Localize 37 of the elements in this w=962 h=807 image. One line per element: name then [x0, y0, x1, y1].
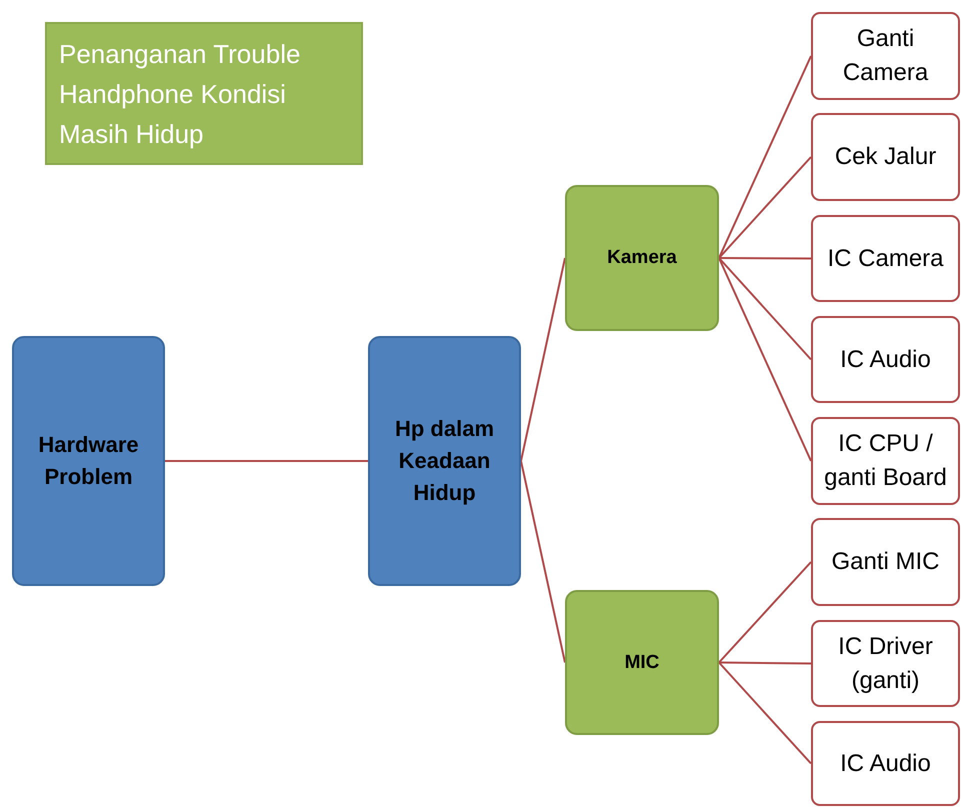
action-box [811, 113, 960, 201]
node-label: Hp dalam Keadaan Hidup [394, 415, 496, 507]
connector-line [165, 460, 368, 462]
connector-line [718, 257, 812, 360]
process-box [12, 336, 165, 586]
connector-line [718, 156, 812, 259]
action-box [811, 417, 960, 505]
action-box [811, 620, 960, 707]
connector-line [719, 257, 811, 260]
node-label: Ganti Camera [842, 24, 930, 88]
category-box [565, 590, 719, 735]
node-label: Cek Jalur [834, 142, 936, 172]
node-label: IC Camera [827, 244, 944, 274]
node-label: IC CPU / ganti Board [823, 429, 948, 493]
node-label: Kamera [607, 247, 677, 269]
connector-line [520, 258, 566, 462]
node-label: IC Audio [840, 748, 931, 778]
process-box [368, 336, 521, 586]
note-box [45, 22, 363, 165]
connector-line [718, 662, 812, 664]
connector-line [718, 56, 812, 258]
connector-line [718, 561, 812, 664]
node-label: Hardware Problem [37, 431, 140, 491]
category-box [565, 185, 719, 331]
connector-line [520, 460, 566, 663]
node-label: MIC [624, 652, 660, 674]
node-label: IC Audio [840, 344, 931, 374]
action-box [811, 518, 960, 606]
action-box [811, 721, 960, 806]
node-label: Ganti MIC [831, 547, 940, 577]
connector-line [718, 258, 812, 462]
action-box [811, 12, 960, 100]
connector-line [718, 662, 812, 764]
action-box [811, 215, 960, 302]
node-label: Penanganan Trouble Handphone Kondisi Masih Hidup [59, 38, 302, 150]
node-label: IC Driver (ganti) [837, 632, 934, 696]
action-box [811, 316, 960, 403]
